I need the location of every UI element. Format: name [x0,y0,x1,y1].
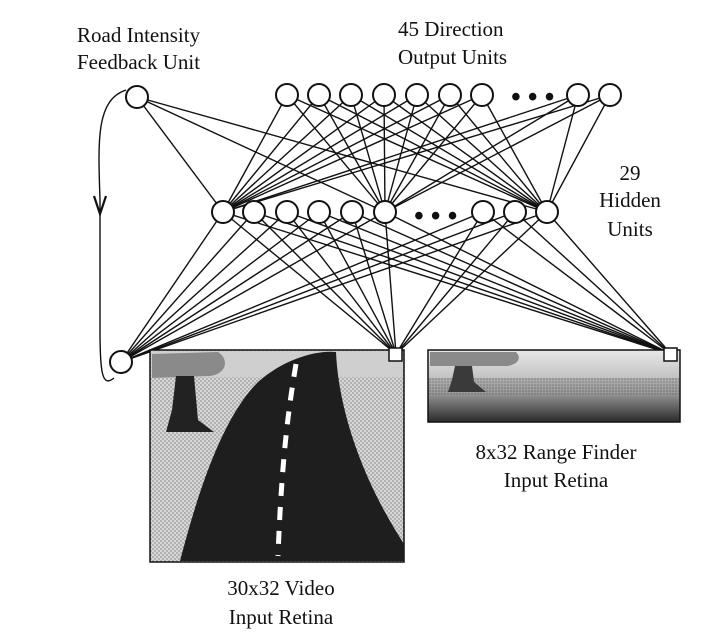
hidden-to-output-connection [481,94,548,213]
input-to-hidden-connection [253,211,397,355]
feedback-loop [92,89,127,382]
hidden-to-output-connection [383,94,386,213]
hidden-to-output-connection [222,94,288,213]
range-tree-canopy [430,352,519,366]
hidden-units-label-line2: Hidden [599,188,661,212]
hidden-unit [211,200,235,224]
input-to-hidden-connection [253,211,672,355]
input-to-hidden-connection [351,211,672,355]
range-retina-label-line2: Input Retina [504,468,609,492]
hidden-unit [373,200,397,224]
hidden-to-feedback-connection [136,96,386,213]
hidden-units-label-line3: Units [607,217,653,241]
hidden-unit [307,200,331,224]
hidden-to-output-connection [318,94,548,213]
feedback-output-unit [125,85,149,109]
output-unit [307,83,331,107]
hidden-to-output-connection [350,94,548,213]
hidden-to-output-connection [383,94,548,213]
output-units-label-line2: Output Units [398,45,507,69]
input-to-hidden-connection [318,211,672,355]
input-to-hidden-connection [120,211,320,363]
input-to-hidden-connection [120,211,548,363]
output-unit [598,83,622,107]
output-unit [470,83,494,107]
video-retina-label-line2: Input Retina [229,605,334,629]
hidden-unit [503,200,527,224]
network-units [109,83,622,374]
hidden-to-output-connection [416,94,548,213]
input-to-hidden-connection [222,211,397,355]
hidden-to-feedback-connection [136,96,224,213]
input-to-hidden-connection [120,211,255,363]
hidden-to-output-connection [384,94,418,213]
output-unit [438,83,462,107]
input-to-hidden-connection [120,211,516,363]
input-to-hidden-connection [482,211,672,355]
input-to-hidden-connection [351,211,397,355]
output-units-label-line1: 45 Direction [398,17,504,41]
input-to-hidden-connection [120,211,386,363]
hidden-to-output-connection [222,94,385,213]
video-road [180,351,404,561]
input-to-hidden-connection [395,211,516,355]
hidden-units-label-line1: 29 [620,161,641,185]
hidden-unit [275,200,299,224]
network-connections [120,94,672,363]
input-to-hidden-connection [222,211,672,355]
video-tree-trunk [166,376,214,432]
output-unit [405,83,429,107]
output-ellipsis: • • • [511,82,554,113]
input-to-hidden-connection [384,211,672,355]
range-retina-stipple [429,378,679,396]
input-to-hidden-connection [514,211,672,355]
feedback-input-unit [109,350,133,374]
output-unit [339,83,363,107]
input-to-hidden-connection [120,211,353,363]
input-to-hidden-connection [384,211,397,355]
input-to-hidden-connection [120,211,224,363]
output-unit [566,83,590,107]
input-to-hidden-connection [395,211,484,355]
range-retina-label-line1: 8x32 Range Finder [476,440,637,464]
hidden-to-output-connection [546,94,579,213]
hidden-unit [471,200,495,224]
input-to-hidden-connection [546,211,672,355]
hidden-to-output-connection [286,94,548,213]
input-to-hidden-connection [120,211,484,363]
hidden-unit [340,200,364,224]
output-unit [372,83,396,107]
hidden-to-output-connection [222,94,352,213]
feedback-arrowhead [92,195,108,218]
hidden-unit [535,200,559,224]
range-tree-trunk [448,366,486,392]
input-to-hidden-connection [395,211,548,355]
input-to-hidden-connection [286,211,397,355]
hidden-to-output-connection [449,94,548,213]
range-retina-corner-unit [663,347,678,362]
video-retina-corner-unit [388,347,403,362]
hidden-ellipsis: • • • [414,201,457,232]
feedback-unit-label-line1: Road Intensity [77,23,201,47]
input-to-hidden-connection [318,211,397,355]
output-unit [275,83,299,107]
input-to-hidden-connection [120,211,288,363]
video-retina-label-line1: 30x32 Video [227,576,334,600]
feedback-loop-curve [98,89,127,382]
input-to-hidden-connection [286,211,672,355]
hidden-to-output-connection [546,94,611,213]
feedback-unit-label-line2: Feedback Unit [77,50,200,74]
range-finder-retina [427,349,681,423]
hidden-to-feedback-connection [136,96,548,213]
hidden-unit [242,200,266,224]
video-input-retina [149,349,405,563]
hidden-to-output-connection [222,94,418,213]
video-tree-canopy [152,352,225,378]
